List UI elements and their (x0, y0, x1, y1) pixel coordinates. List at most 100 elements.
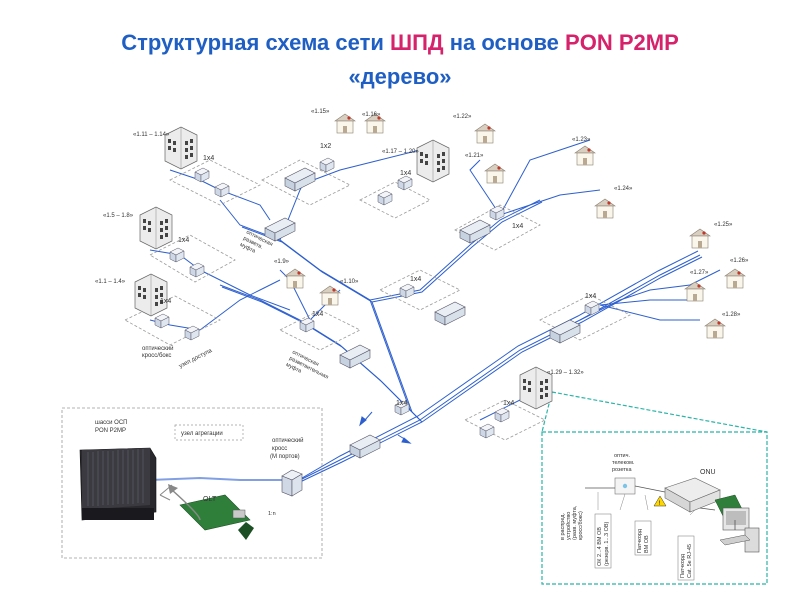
house-icon (704, 318, 726, 339)
splitter-icon (489, 205, 505, 221)
closure-icon (284, 167, 316, 192)
label-patch-cat-2: Cat. 5e RJ-45 (687, 544, 693, 578)
label-uzel-agregacii: узел агрегации (181, 431, 223, 437)
label-1-16: «1.16» (362, 112, 381, 118)
label-splitter-1x4: 1х4 (503, 400, 514, 407)
label-patch-2: ВМ ОВ (644, 535, 650, 553)
label-rozetka-1: оптич. (614, 453, 630, 459)
label-ok-1: ОК 2...4 ВМ ОВ (597, 527, 603, 566)
label-range-1-5: «1.5 – 1.8» (103, 213, 134, 219)
house-icon (334, 113, 356, 134)
label-opt-kross-1: оптический (142, 345, 173, 352)
label-kross-2: кросс (272, 446, 287, 452)
house-icon (689, 228, 711, 249)
label-rozetka-3: розетка (612, 467, 632, 473)
label-range-1-29: «1.29 – 1.32» (547, 370, 584, 376)
label-rv-2: устройство (565, 512, 572, 540)
splitter-icon (584, 300, 600, 316)
label-splitter-1x4: 1х4 (410, 276, 421, 283)
apartment-building-icon (416, 139, 450, 183)
label-1-15: «1.15» (311, 109, 330, 115)
label-splitter-1x4: 1х4 (312, 311, 323, 318)
splitter-icon (399, 283, 415, 299)
label-splitter-1x4: 1х4 (585, 293, 596, 300)
label-range-1-11: «1.11 – 1.14» (133, 132, 170, 138)
label-1-28: «1.28» (722, 312, 741, 318)
closure-icon (349, 434, 381, 459)
arrow-icon (168, 484, 201, 521)
computer-icon (719, 507, 760, 553)
apartment-building-icon (139, 206, 173, 250)
label-olt: OLT (203, 496, 217, 503)
optical-cross-icon (281, 469, 303, 497)
telecom-socket-icon (614, 477, 636, 495)
label-1-27: «1.27» (690, 270, 709, 276)
title-part-2: ШПД (390, 30, 444, 55)
splitter-icon (299, 317, 315, 333)
closure-icon (549, 319, 581, 344)
splitter-icon (189, 262, 205, 278)
feeder-arrow-icon (359, 411, 412, 444)
onu-zone-cabling (585, 485, 736, 530)
svg-text:!: ! (659, 501, 661, 507)
house-icon (474, 123, 496, 144)
label-splitter-1x4: 1х4 (203, 155, 214, 162)
house-icon (574, 145, 596, 166)
label-opt-kross-2: кросс/бокс (142, 353, 171, 359)
label-uzel-dostupa: узел доступа (178, 348, 214, 370)
label-splitter-1x4: 1х4 (400, 170, 411, 177)
label-1-26: «1.26» (730, 258, 749, 264)
title-line-2: «дерево» (348, 64, 452, 89)
fiber-links (149, 139, 721, 483)
apartment-building-icon (134, 273, 168, 317)
diagram-labels: «1.11 – 1.14» «1.5 – 1.8» «1.1 – 1.4» «1… (95, 109, 749, 581)
splitter-icon (154, 313, 170, 329)
label-ratio-1xn: 1:n (268, 511, 276, 517)
label-patch-cat-1: Патчкорд (680, 553, 686, 578)
splitter-icon (479, 423, 495, 439)
olt-card-icon (159, 484, 254, 540)
closure-icon (264, 217, 296, 242)
label-kross-3: (М портов) (270, 454, 300, 460)
splitter-icon (377, 190, 393, 206)
label-splitter-1x4: 1х4 (396, 400, 407, 407)
label-splitter-1x4: 1х4 (160, 298, 171, 305)
label-1-24: «1.24» (614, 186, 633, 192)
label-shassi-2: PON P2MP (95, 428, 126, 434)
label-range-1-17: «1.17 – 1.20» (382, 149, 419, 155)
splitter-icon (494, 407, 510, 423)
closure-icon (434, 301, 466, 326)
onu-device-icon (664, 477, 721, 513)
house-icon (484, 163, 506, 184)
splitter-icon (319, 157, 335, 173)
label-splitter-1x4: 1х4 (512, 223, 523, 230)
label-splitter-1x2: 1х2 (320, 143, 331, 150)
chassis-icon (79, 447, 157, 521)
house-icon (319, 285, 341, 306)
splitter-icon (214, 182, 230, 198)
label-splitter-1x4: 1х4 (178, 237, 189, 244)
label-rv-1: в распред. (560, 512, 566, 540)
onu-zone (541, 391, 768, 585)
label-rozetka-2: телеком. (612, 460, 635, 466)
page-title: Структурная схема сети ШПД на основе PON… (0, 26, 800, 94)
label-1-9: «1.9» (274, 259, 290, 265)
label-1-23: «1.23» (572, 137, 591, 143)
label-ok-2: (резерв. 1...3 ОВ) (604, 521, 610, 566)
warning-icon: ! (653, 495, 667, 507)
label-shassi-1: шасси ОСП (95, 420, 127, 426)
house-icon (594, 198, 616, 219)
label-rv-3: (разв. муфта, (572, 505, 578, 540)
onu-zone-pointers (597, 492, 696, 516)
house-icon (284, 268, 306, 289)
title-part-3: на основе (443, 30, 566, 55)
splitter-icon (169, 247, 185, 263)
label-onu: ONU (700, 469, 716, 476)
closure-icon (459, 219, 491, 244)
splitter-icon (194, 167, 210, 183)
splitter-icon (397, 175, 413, 191)
label-kross-1: оптический (272, 437, 303, 444)
label-1-21: «1.21» (465, 153, 484, 159)
dashed-zones (61, 159, 631, 559)
